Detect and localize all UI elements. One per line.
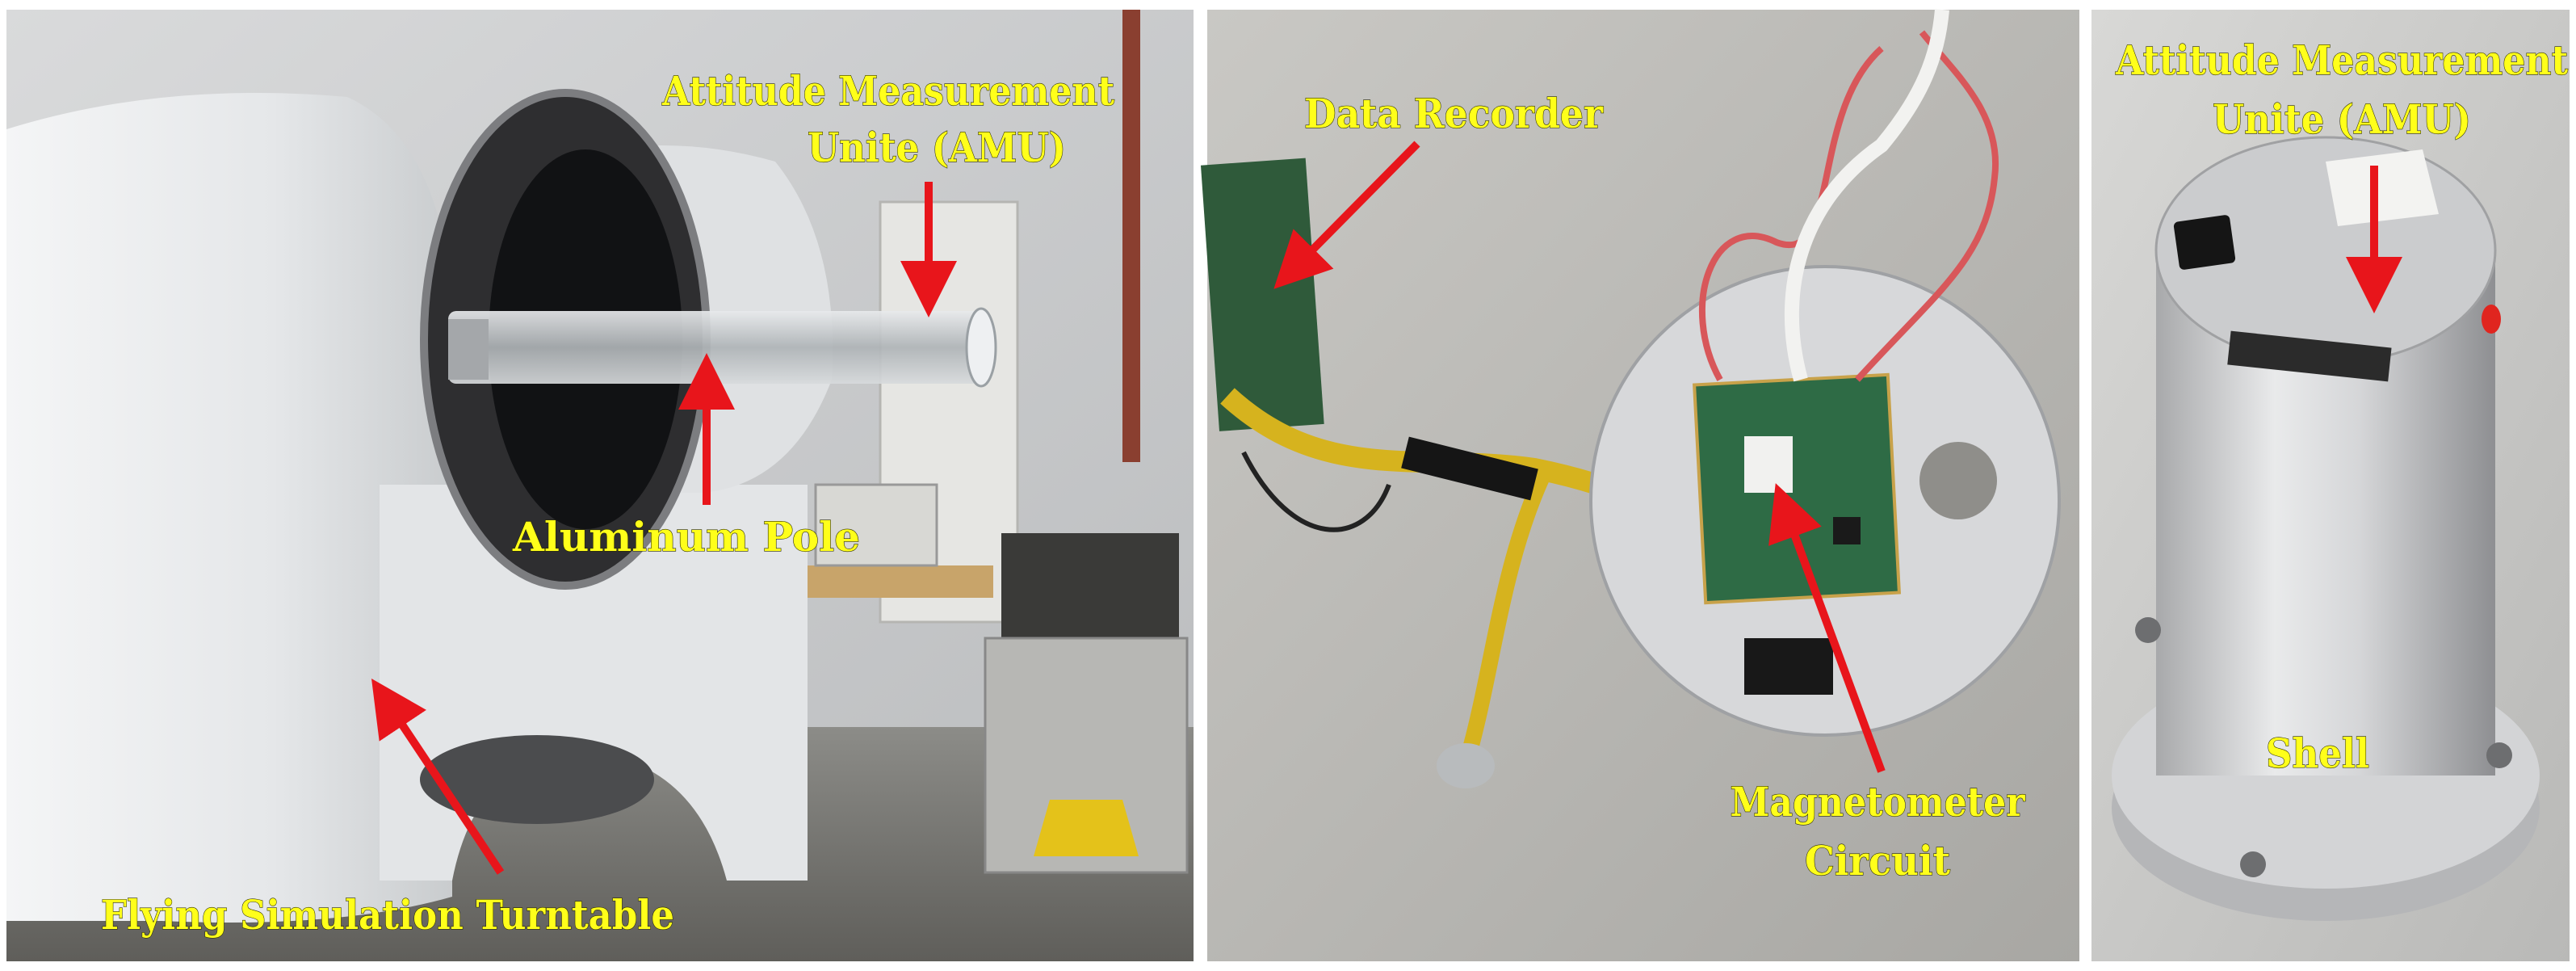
- aluminum-pole-body: [448, 311, 981, 384]
- black-tubing: [1401, 436, 1538, 501]
- arrow-magnetometer: [1768, 483, 1886, 773]
- turntable-yoke: [6, 93, 452, 923]
- flange-bolt-hole-2: [2486, 742, 2512, 768]
- magnetometer-pcb: [1692, 372, 1902, 605]
- left-photo-panel: [6, 10, 1194, 961]
- pcb-chip: [1833, 517, 1861, 544]
- label-amu-right-line2: Unite (AMU): [2213, 95, 2471, 143]
- label-amu-left-line2: Unite (AMU): [808, 124, 1066, 171]
- red-wire-loop-2: [1855, 30, 1999, 382]
- equipment-rack: [1001, 533, 1179, 638]
- annotation-labels: Attitude Measurement Unite (AMU) Aluminu…: [100, 36, 2568, 939]
- label-amu-left: Attitude Measurement: [661, 67, 1114, 115]
- disc-hole: [1919, 442, 1997, 519]
- label-magnetometer-line2: Circuit: [1805, 837, 1950, 885]
- black-wire: [1241, 451, 1391, 532]
- pole-end-cap: [965, 307, 997, 388]
- lab-bench: [791, 565, 993, 598]
- middle-photo-panel: [1200, 9, 2079, 961]
- yellow-wire-tail: [1462, 473, 1550, 754]
- turntable-base-hole: [420, 735, 654, 824]
- data-recorder-board: [1200, 158, 1324, 431]
- power-switch: [2173, 215, 2236, 270]
- white-tape: [2326, 149, 2439, 226]
- annotation-arrows: [371, 141, 2402, 875]
- arrow-turntable: [371, 679, 505, 875]
- pole-clamp: [448, 319, 489, 380]
- flange-bolt-hole-1: [2135, 617, 2161, 643]
- arrow-data-recorder: [1273, 141, 1420, 289]
- instrument-box: [814, 483, 938, 567]
- red-wire-loop: [1699, 46, 1884, 381]
- label-aluminum-pole: Aluminum Pole: [512, 513, 860, 561]
- wire-connector: [1437, 743, 1495, 788]
- flange-bolt-hole-3: [2240, 851, 2266, 877]
- yellow-stand: [1034, 800, 1139, 856]
- wall-pipe: [1122, 10, 1140, 462]
- label-amu-right-line1: Attitude Measurement: [2115, 36, 2568, 84]
- label-turntable: Flying Simulation Turntable: [101, 891, 674, 939]
- label-shell: Shell: [2266, 729, 2369, 777]
- red-led: [2482, 305, 2501, 334]
- label-magnetometer-line1: Magnetometer: [1731, 778, 2026, 826]
- right-photo-panel: [2091, 10, 2570, 961]
- label-data-recorder: Data Recorder: [1304, 90, 1604, 137]
- label-amu-left-line1: Attitude Measurement: [661, 67, 1114, 115]
- pin-header: [2227, 330, 2392, 382]
- pcb-sticker: [1744, 436, 1793, 493]
- bottom-connector: [1744, 638, 1833, 695]
- white-wire-bundle: [1784, 9, 1949, 382]
